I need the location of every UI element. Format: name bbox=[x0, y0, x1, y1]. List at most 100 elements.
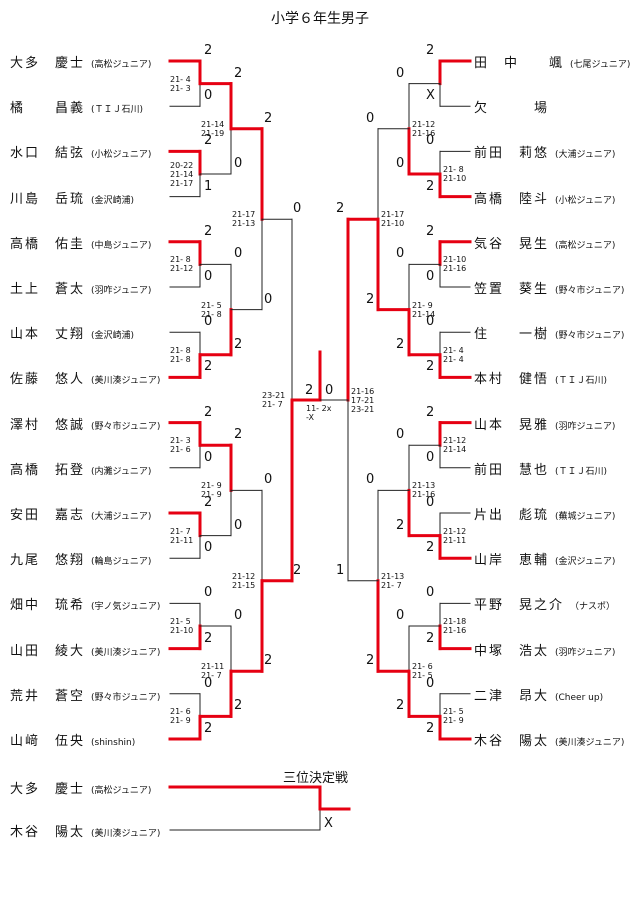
right-player-7: 本村 健悟(ＴＩＪ石川) bbox=[474, 368, 607, 387]
right-score: 0 bbox=[426, 314, 435, 330]
right-score: 0 bbox=[396, 608, 405, 623]
player-club: (中島ジュニア) bbox=[91, 240, 152, 251]
left-player-3: 川島 岳琉(金沢崎浦) bbox=[10, 188, 134, 207]
right-player-8: 山本 晃雅(羽咋ジュニア) bbox=[474, 414, 615, 433]
left-game-scores: 21- 8 21- 8 bbox=[170, 345, 191, 364]
right-score: X bbox=[426, 88, 435, 104]
right-score: 0 bbox=[396, 65, 405, 81]
left-player-1: 橘 昌義(ＴＩＪ石川) bbox=[10, 97, 143, 116]
left-player-2: 水口 結弦(小松ジュニア) bbox=[10, 142, 151, 161]
right-score: 0 bbox=[426, 675, 435, 691]
left-score: 0 bbox=[204, 449, 213, 465]
player-name: 平野 晃之介 bbox=[474, 598, 565, 614]
final-game-scores: 11- 2x -X bbox=[306, 404, 332, 422]
player-name: 山岸 恵輔 bbox=[474, 553, 550, 569]
right-score: 2 bbox=[426, 540, 435, 556]
right-player-10: 片出 彪琉(蕪城ジュニア) bbox=[474, 504, 615, 523]
player-name: 畑中 琉希 bbox=[10, 598, 86, 614]
right-score: 2 bbox=[426, 721, 435, 736]
player-name: 前田 莉悠 bbox=[474, 146, 550, 162]
left-score: 2 bbox=[293, 562, 302, 578]
right-player-2: 前田 莉悠 (大浦ジュニア) bbox=[474, 142, 615, 161]
right-score: 2 bbox=[396, 698, 405, 714]
right-game-scores: 21-17 21-10 bbox=[381, 210, 405, 229]
player-name: 水口 結弦 bbox=[10, 146, 86, 162]
player-club: (内灘ジュニア) bbox=[91, 466, 152, 477]
left-score: 2 bbox=[204, 404, 213, 420]
left-score: 2 bbox=[204, 495, 213, 510]
player-name: 土上 蒼太 bbox=[10, 282, 86, 297]
right-player-14: 二津 昂大(Cheer up) bbox=[474, 685, 603, 704]
right-score: 2 bbox=[426, 404, 435, 420]
right-score: 0 bbox=[426, 449, 435, 465]
player-club: (小松ジュニア) bbox=[555, 195, 616, 206]
player-name: 佐藤 悠人 bbox=[10, 372, 86, 388]
player-club: (高松ジュニア) bbox=[91, 60, 152, 70]
right-player-13: 中塚 浩太(羽咋ジュニア) bbox=[474, 640, 615, 659]
right-score: 2 bbox=[426, 359, 435, 375]
player-club: (野々市ジュニア) bbox=[555, 331, 625, 342]
player-club: (高松ジュニア) bbox=[555, 240, 616, 251]
left-game-scores: 21-12 21-15 bbox=[232, 571, 256, 590]
right-game-scores: 21-10 21-16 bbox=[443, 255, 467, 274]
player-name: 田 中 颯 bbox=[474, 56, 565, 71]
left-game-scores: 21-17 21-13 bbox=[232, 210, 256, 229]
player-club: (美川湊ジュニア) bbox=[91, 829, 161, 839]
left-score: 0 bbox=[204, 88, 213, 104]
player-club: (輪島ジュニア) bbox=[91, 557, 152, 568]
player-name: 九尾 悠翔 bbox=[10, 553, 86, 569]
final-score-left: 2 bbox=[305, 383, 314, 398]
player-name: 片出 彪琉 bbox=[474, 508, 550, 523]
right-score: 0 bbox=[426, 585, 435, 601]
left-game-scores: 21- 7 21-11 bbox=[170, 526, 194, 545]
player-name: 山﨑 伍央 bbox=[10, 734, 86, 749]
player-club: (大浦ジュニア) bbox=[555, 150, 616, 161]
left-score: 1 bbox=[204, 178, 213, 194]
player-club: (美川湊ジュニア) bbox=[91, 647, 161, 658]
left-game-scores: 21- 4 21- 3 bbox=[170, 74, 191, 93]
left-score: 0 bbox=[204, 675, 213, 691]
right-score: 0 bbox=[396, 156, 405, 171]
player-name: 山田 綾大 bbox=[10, 643, 86, 659]
right-score: 2 bbox=[426, 43, 435, 58]
left-score: 0 bbox=[204, 269, 213, 284]
right-score: 2 bbox=[396, 517, 405, 533]
player-club: (宇ノ気ジュニア) bbox=[91, 602, 161, 613]
player-name: 二津 昂大 bbox=[474, 688, 550, 704]
player-club: (美川湊ジュニア) bbox=[91, 376, 161, 387]
left-game-scores: 21-14 21-19 bbox=[201, 119, 225, 138]
player-name: 笠置 葵生 bbox=[474, 282, 550, 297]
right-game-scores: 21-12 21-14 bbox=[443, 436, 467, 455]
left-player-6: 山本 丈翔(金沢崎浦) bbox=[10, 323, 134, 342]
left-player-10: 安田 嘉志(大浦ジュニア) bbox=[10, 504, 151, 523]
player-name: 荒井 蒼空 bbox=[10, 688, 86, 704]
player-name: 大多 慶士 bbox=[10, 782, 86, 797]
left-player-0: 大多 慶士 (高松ジュニア) bbox=[10, 52, 151, 71]
left-game-scores: 21- 5 21- 8 bbox=[201, 300, 222, 319]
left-score: 2 bbox=[204, 133, 213, 149]
right-game-scores: 21-13 21- 7 bbox=[381, 571, 405, 590]
left-score: 2 bbox=[234, 65, 243, 81]
player-club: (金沢ジュニア) bbox=[555, 557, 616, 568]
left-score: 0 bbox=[234, 246, 243, 262]
third-place-title: 三位決定戦 bbox=[283, 771, 349, 786]
left-player-4: 高橋 佑圭(中島ジュニア) bbox=[10, 233, 151, 252]
player-club: (ＴＩＪ石川) bbox=[555, 466, 608, 477]
left-game-scores: 21- 9 21- 9 bbox=[201, 481, 222, 500]
player-name: 住 一樹 bbox=[474, 327, 550, 343]
left-score: 2 bbox=[234, 336, 243, 352]
right-game-scores: 21- 6 21- 5 bbox=[412, 662, 433, 681]
left-score: 0 bbox=[234, 608, 243, 623]
player-club: （ナスポ） bbox=[570, 602, 616, 613]
right-score: 0 bbox=[426, 269, 435, 284]
player-club: (羽咋ジュニア) bbox=[555, 421, 616, 432]
player-name: 川島 岳琉 bbox=[10, 191, 86, 207]
left-player-15: 山﨑 伍央(shinshin) bbox=[10, 730, 135, 749]
player-name: 大多 慶士 bbox=[10, 56, 86, 71]
player-club: (羽咋ジュニア) bbox=[555, 647, 616, 658]
right-score: 0 bbox=[366, 110, 375, 126]
right-player-6: 住 一樹 (野々市ジュニア) bbox=[474, 323, 624, 342]
third-player-0: 大多 慶士(高松ジュニア) bbox=[10, 778, 151, 797]
right-game-scores: 21- 4 21- 4 bbox=[443, 345, 464, 364]
